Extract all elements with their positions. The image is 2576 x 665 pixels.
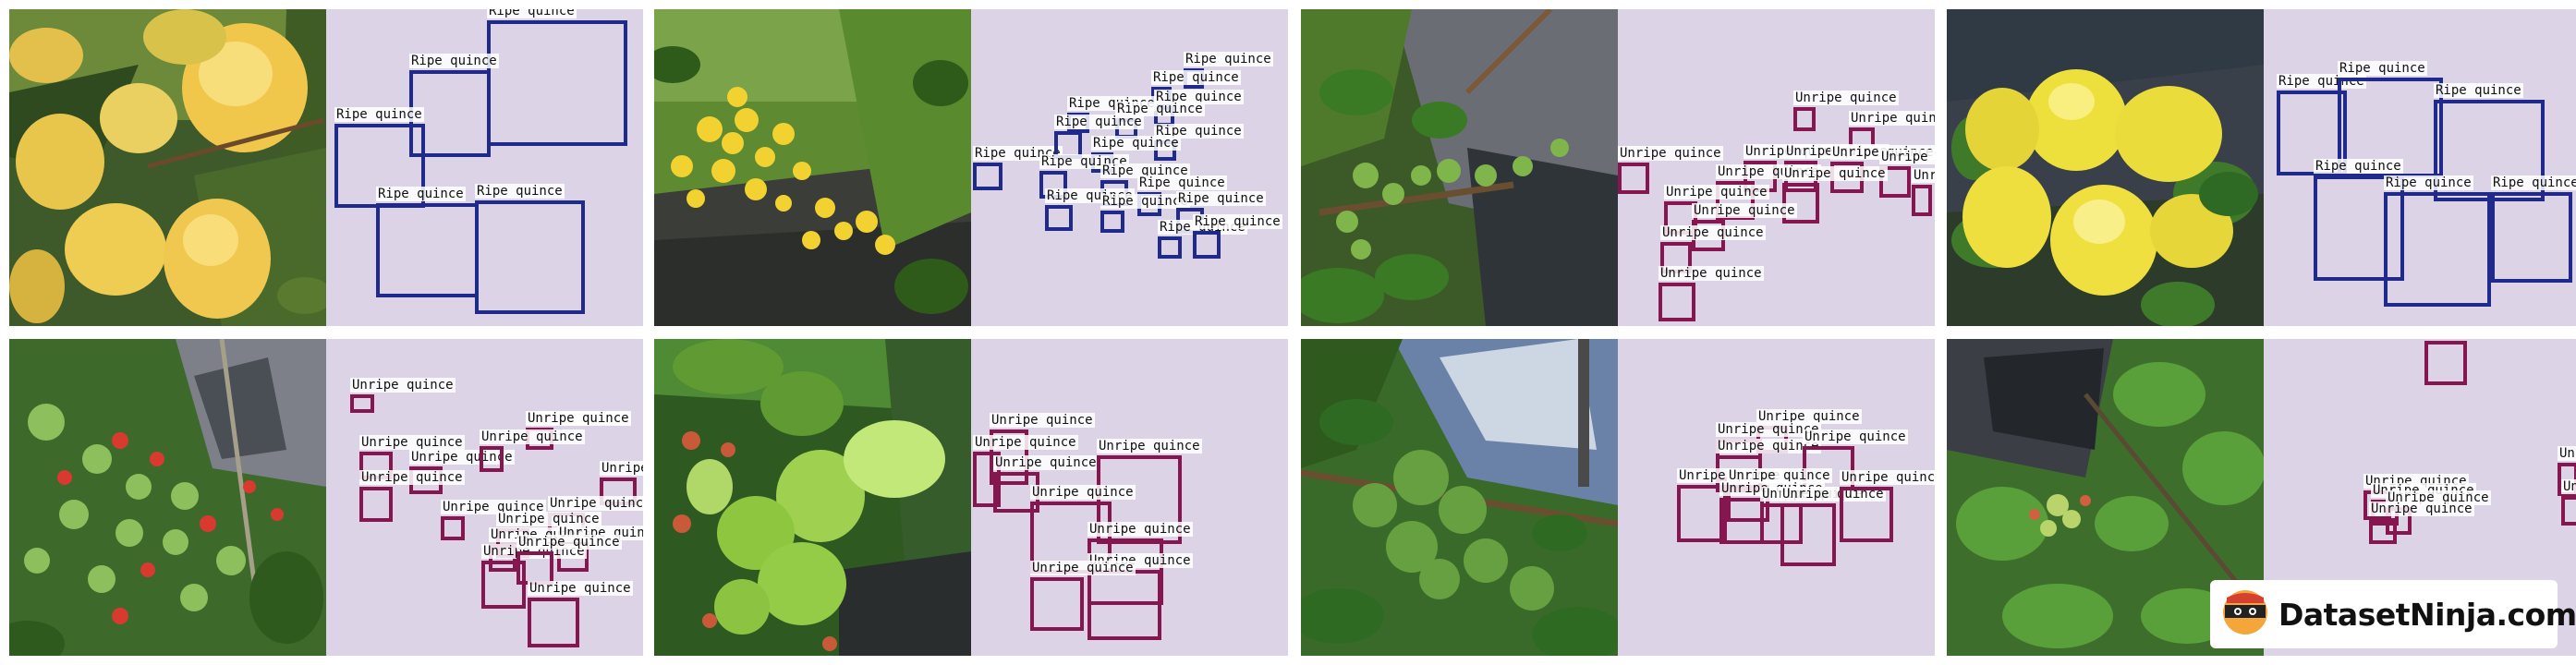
bbox-unripe-quince: Unripe quince [359, 470, 465, 522]
bbox-unripe-quince: Unripe quince [516, 535, 622, 585]
bbox-ripe-quince: Ripe quince [475, 184, 585, 314]
bbox-unripe-quince: Unripe quince [526, 411, 631, 450]
bbox-ripe-quince: Ripe quince [1151, 70, 1241, 105]
annotation-2: Ripe quince Ripe quince Ripe quince Ripe… [971, 9, 1288, 326]
bbox-ripe-quince: Ripe quince [1045, 188, 1135, 231]
bbox-unripe-quince: Unripe quince [350, 378, 456, 413]
watermark-text: DatasetNinja.com [2278, 596, 2576, 633]
annotation-6: Unripe quince Unripe quince Unripe quinc… [971, 339, 1288, 656]
bbox-unripe-quince: Unripe quince [1879, 150, 1935, 198]
bbox-unripe-quince: Unripe quince [2561, 479, 2576, 526]
bbox-unripe-quince: Unripe quince [973, 435, 1078, 507]
bbox-ripe-quince: Ripe quince [1054, 115, 1144, 159]
annotation-1: Ripe quince Ripe quince Ripe quince Ripe… [326, 9, 643, 326]
bbox-unripe-quince: Unripe quince [1088, 522, 1193, 605]
bbox-unripe-quince: Unripe quince [990, 413, 1095, 485]
photo-2 [654, 9, 971, 326]
annotation-4: Ripe quince Ripe quince Ripe quince Ripe… [2264, 9, 2576, 326]
bbox-unripe-quince: Unripe quince [1664, 185, 1769, 235]
bbox-unripe-quince: Unripe quince [441, 500, 546, 540]
photo-1 [9, 9, 326, 326]
bbox-ripe-quince: Ripe quince [487, 9, 627, 146]
photo-7 [1301, 339, 1618, 656]
bbox-ripe-quince: Ripe quince [1158, 220, 1247, 259]
bbox-unripe-quince: Unripe quince [2424, 341, 2467, 385]
bbox-unripe-quince: Unripe quince [1840, 470, 1935, 542]
ninja-icon [2221, 588, 2269, 640]
bbox-ripe-quince: Ripe quince [2384, 175, 2491, 307]
bbox-unripe-quince: Unripe quince [2558, 446, 2576, 496]
bbox-unripe-quince: Unripe quince [1719, 481, 1825, 544]
bbox-unripe-quince: Unripe quince [1793, 91, 1899, 131]
bbox-unripe-quince: Unripe quince [1727, 468, 1832, 522]
photo-6 [654, 339, 971, 656]
bbox-unripe-quince: Unripe quince [409, 450, 515, 494]
bbox-unripe-quince: Unripe quince [1097, 439, 1202, 544]
bbox-ripe-quince: Ripe quince [973, 146, 1063, 190]
bbox-unripe-quince: Unripe quince [1692, 203, 1797, 251]
bbox-unripe-quince: Unripe quince [1659, 266, 1764, 321]
bbox-unripe-quince: Unripe quince [1030, 561, 1136, 631]
bbox-unripe-quince: Unripe quince [1618, 146, 1723, 194]
bbox-ripe-quince: Ripe quince [2338, 61, 2443, 177]
bbox-unripe-quince: Unripe quince [480, 429, 585, 472]
annotation-5: Unripe quince Unripe quince Unripe quinc… [326, 339, 643, 656]
bbox-unripe-quince: Unripe quince [1088, 553, 1193, 640]
photo-4 [1947, 9, 2264, 326]
bbox-ripe-quince: Ripe quince [2491, 175, 2576, 283]
bbox-unripe-quince: Unripe quince [1912, 168, 1935, 216]
bbox-unripe-quince: Unripe quince [2369, 502, 2474, 544]
photo-5 [9, 339, 326, 656]
bbox-unripe-quince: Unripe quince [1780, 487, 1886, 566]
bbox-ripe-quince: Ripe quince [1100, 194, 1190, 233]
bbox-unripe-quince: Unripe quince [993, 455, 1099, 513]
bbox-ripe-quince: Ripe quince [2314, 159, 2404, 281]
dataset-ninja-watermark: DatasetNinja.com [2210, 580, 2576, 648]
bbox-unripe-quince: Unripe quince [600, 461, 643, 505]
bbox-unripe-quince: Unripe quince [1849, 111, 1935, 151]
bbox-ripe-quince: Ripe quince [1193, 214, 1282, 259]
annotation-3: Unripe quince Unripe quince Unripe quinc… [1618, 9, 1935, 326]
annotation-7: Unripe quince Unripe quince Unripe quinc… [1618, 339, 1935, 656]
photo-3 [1301, 9, 1618, 326]
bbox-unripe-quince: Unripe quince [1756, 409, 1862, 453]
bbox-unripe-quince: Unripe quince [528, 581, 633, 647]
bbox-ripe-quince: Ripe quince [376, 187, 479, 297]
bbox-ripe-quince: Ripe quince [1154, 124, 1244, 161]
